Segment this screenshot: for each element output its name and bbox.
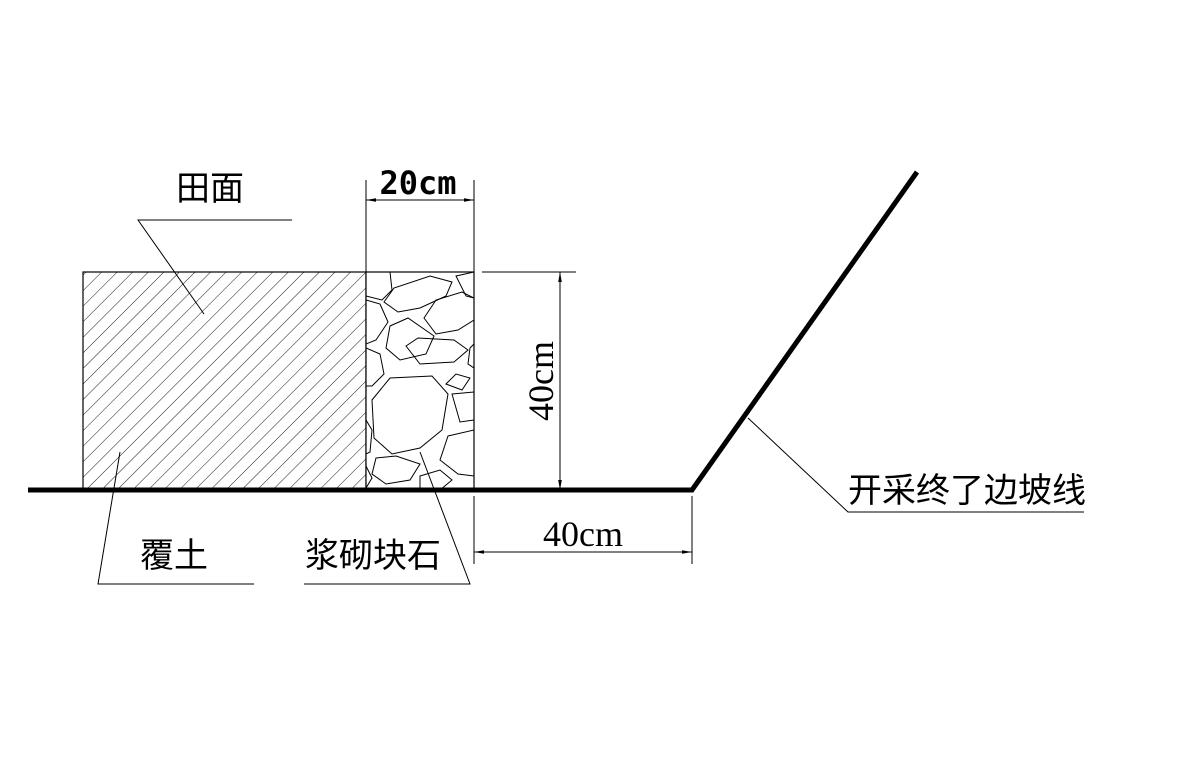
leader-field-surface: [137, 219, 292, 315]
masonry-block: [366, 272, 474, 490]
dimension-wall-height-text: 40cm: [521, 341, 561, 421]
leader-slope-line: [747, 417, 1084, 513]
dimension-berm-width: [473, 496, 693, 564]
dimension-wall-width-text: 20cm: [379, 164, 456, 202]
dimension-wall-height: [482, 271, 576, 490]
label-field-surface: 田面: [176, 169, 244, 209]
ground-slope-line: [28, 170, 920, 493]
leader-masonry: [304, 451, 471, 585]
soil-cover-block: [82, 271, 367, 491]
label-masonry: 浆砌块石: [305, 536, 441, 576]
dimension-wall-width: [365, 180, 475, 272]
leader-soil-cover: [97, 451, 254, 585]
dimension-berm-width-text: 40cm: [543, 514, 623, 554]
label-slope-line: 开采终了边坡线: [848, 471, 1086, 511]
label-soil-cover: 覆土: [140, 536, 208, 576]
